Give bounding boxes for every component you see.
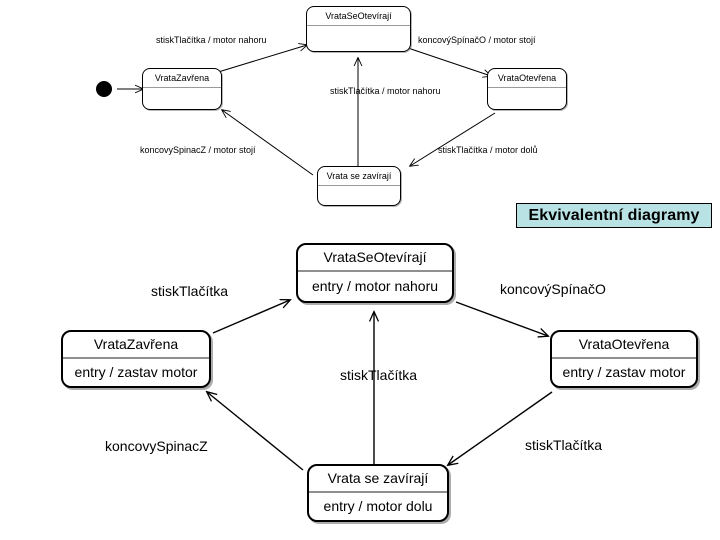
- state-divider: [298, 270, 452, 272]
- transition-label-stisk-dolu: stiskTlačítka / motor dolů: [438, 145, 538, 155]
- banner-ekvivalentni-diagramy: Ekvivalentní diagramy: [516, 203, 712, 228]
- state-vrata-otevrena-detailed[interactable]: VrataOtevřena entry / zastav motor: [550, 330, 698, 388]
- transition-label-koncovy-spinac-o-bottom: koncovýSpínačO: [500, 281, 606, 297]
- state-name: VrataOtevřena: [497, 73, 557, 83]
- state-vrata-se-zaviraji-detailed[interactable]: Vrata se zavírají entry / motor dolu: [307, 464, 449, 522]
- state-name: VrataZavřena: [93, 336, 179, 352]
- state-vrata-se-zaviraji[interactable]: Vrata se zavírají: [317, 166, 401, 206]
- state-vrata-se-oteviraji[interactable]: VrataSeOtevírají: [306, 6, 411, 52]
- state-divider: [143, 87, 221, 88]
- state-divider: [318, 185, 400, 186]
- state-name: VrataOtevřena: [578, 336, 670, 352]
- transition-label-koncovy-spinac-o: koncovýSpínačO / motor stojí: [418, 35, 536, 45]
- state-body: [318, 186, 400, 205]
- state-divider: [309, 491, 447, 493]
- state-entry-action: entry / motor nahoru: [311, 278, 439, 294]
- transition-label-stisk-nahoru-center: stiskTlačítka / motor nahoru: [330, 86, 441, 96]
- transition-label-koncovy-spinac-z-bottom: koncovySpinacZ: [105, 438, 208, 454]
- transition-label-koncovy-spinac-z: koncovySpinacZ / motor stojí: [140, 145, 256, 155]
- state-entry-action: entry / zastav motor: [74, 364, 198, 380]
- state-name: VrataSeOtevírají: [325, 11, 392, 21]
- state-name: Vrata se zavírají: [327, 470, 429, 486]
- transition-label-stisk-tlacitka-left: stiskTlačítka: [151, 283, 229, 299]
- state-vrata-zavrena-detailed[interactable]: VrataZavřena entry / zastav motor: [61, 330, 211, 388]
- state-divider: [307, 25, 410, 26]
- transition-label-stisk-tlacitka-right: stiskTlačítka: [525, 437, 603, 453]
- state-divider: [488, 87, 566, 88]
- state-entry-action: entry / zastav motor: [562, 364, 686, 380]
- state-entry-action: entry / motor dolu: [323, 498, 433, 514]
- state-body: [143, 88, 221, 109]
- state-divider: [63, 357, 209, 359]
- transition-label-stisk-tlacitka-center: stiskTlačítka: [340, 367, 418, 383]
- banner-label: Ekvivalentní diagramy: [528, 206, 700, 224]
- state-divider: [552, 357, 696, 359]
- state-vrata-se-oteviraji-detailed[interactable]: VrataSeOtevírají entry / motor nahoru: [296, 243, 454, 303]
- state-body: [307, 26, 410, 51]
- state-vrata-zavrena[interactable]: VrataZavřena: [142, 68, 222, 110]
- state-name: VrataZavřena: [154, 73, 210, 83]
- initial-pseudostate: [96, 81, 112, 97]
- state-name: Vrata se zavírají: [326, 171, 392, 181]
- transition-label-stisk-nahoru-top-left: stiskTlačítka / motor nahoru: [156, 35, 267, 45]
- state-name: VrataSeOtevírají: [323, 249, 427, 265]
- state-vrata-otevrena[interactable]: VrataOtevřena: [487, 68, 567, 110]
- state-body: [488, 88, 566, 109]
